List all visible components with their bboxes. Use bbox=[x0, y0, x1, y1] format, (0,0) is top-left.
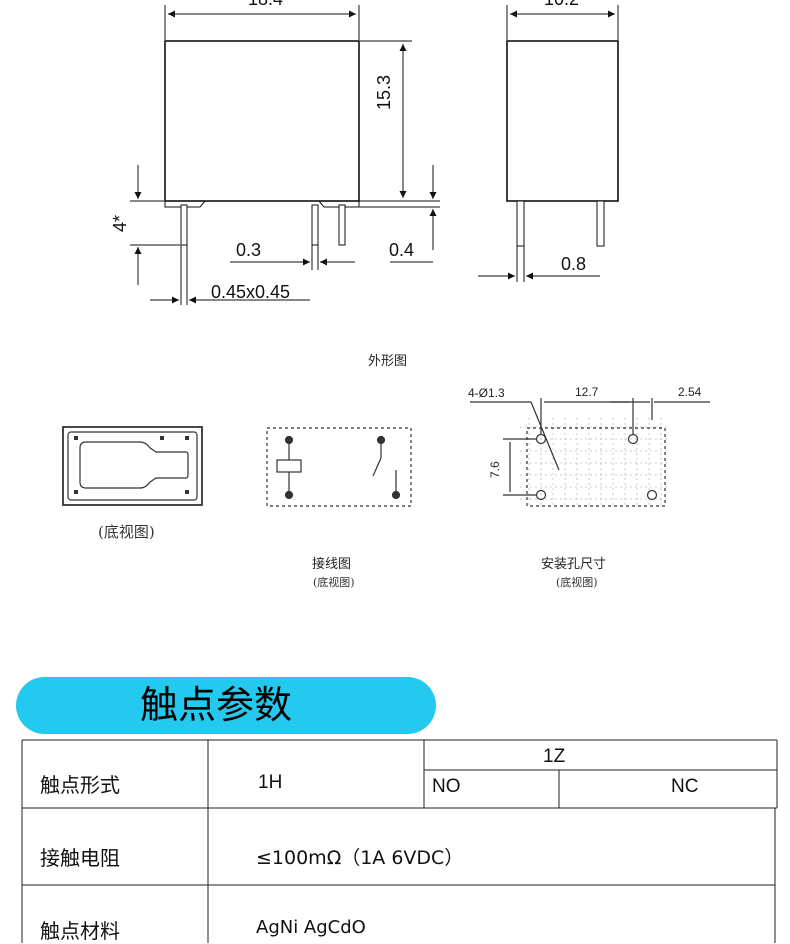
side-pin-right bbox=[596, 200, 605, 247]
lower-diagrams bbox=[62, 398, 710, 508]
parameter-table bbox=[21, 739, 778, 943]
cell-no: NO bbox=[432, 776, 461, 797]
relay-side-body bbox=[506, 40, 619, 202]
dim-width-front: 18.4 bbox=[248, 0, 283, 10]
coil-symbol bbox=[276, 459, 302, 473]
dim-pin-thickness: 0.3 bbox=[236, 240, 262, 260]
dim-pin-section: 0.45x0.45 bbox=[211, 282, 291, 302]
front-pin-left bbox=[180, 204, 188, 246]
dim-width-side: 10.2 bbox=[544, 0, 579, 10]
outline-drawing bbox=[130, 5, 619, 305]
section-title: 触点参数 bbox=[140, 683, 293, 727]
dim-height: 15.3 bbox=[374, 74, 394, 110]
mount-hole bbox=[646, 489, 658, 501]
dim-holes: 4-Ø1.3 bbox=[468, 386, 505, 400]
mount-hole bbox=[535, 433, 547, 445]
wiring-caption: 接线图 bbox=[312, 557, 352, 572]
wiring-frame bbox=[266, 427, 412, 507]
contact-arm bbox=[372, 457, 382, 477]
mounting-subcaption: (底视图) bbox=[556, 576, 598, 589]
row-label-contact-form: 触点形式 bbox=[40, 773, 120, 797]
dim-standoff: 0.4 bbox=[389, 240, 415, 260]
side-pin-left bbox=[516, 200, 525, 247]
dim-span: 12.7 bbox=[575, 385, 599, 399]
cell-1h: 1H bbox=[258, 772, 283, 793]
row-label-contact-resistance: 接触电阻 bbox=[40, 846, 120, 870]
mount-hole bbox=[627, 433, 639, 445]
bottom-view-outline bbox=[62, 426, 203, 506]
mounting-frame bbox=[526, 427, 666, 507]
bottom-view-caption: (底视图) bbox=[98, 523, 155, 541]
wiring-subcaption: (底视图) bbox=[313, 576, 355, 589]
front-pin-right bbox=[338, 204, 346, 246]
cell-contact-material: AgNi AgCdO bbox=[256, 917, 366, 938]
outline-caption: 外形图 bbox=[368, 354, 408, 369]
header-1z: 1Z bbox=[543, 746, 566, 767]
mounting-caption: 安装孔尺寸 bbox=[541, 557, 607, 572]
dim-pin-length: 4* bbox=[110, 214, 130, 232]
cell-nc: NC bbox=[671, 776, 699, 797]
dim-pitch: 2.54 bbox=[678, 385, 702, 399]
mount-hole bbox=[535, 489, 547, 501]
front-pin-mid bbox=[311, 204, 319, 246]
bottom-view-contour bbox=[79, 441, 189, 489]
dim-vertical: 7.6 bbox=[488, 461, 502, 478]
cell-contact-resistance: ≤100mΩ（1A 6VDC） bbox=[256, 847, 464, 869]
dim-side-pin: 0.8 bbox=[561, 254, 587, 274]
section-banner bbox=[16, 677, 436, 734]
relay-front-body bbox=[164, 40, 360, 202]
row-label-contact-material: 触点材料 bbox=[40, 919, 120, 943]
